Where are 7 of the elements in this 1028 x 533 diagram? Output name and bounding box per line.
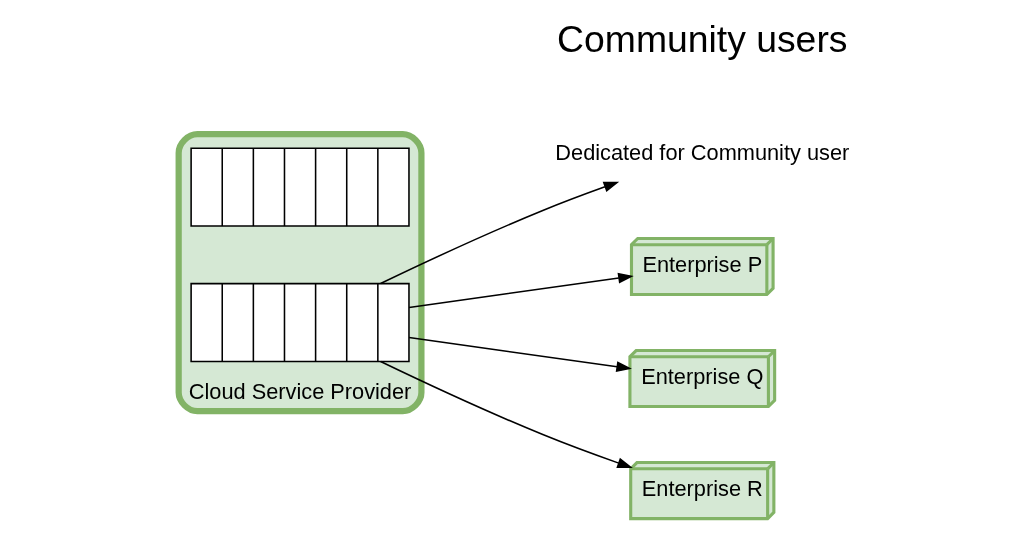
label: Community users	[557, 18, 848, 61]
arrow	[408, 272, 634, 309]
arrow	[379, 181, 620, 285]
cluster: Cloud Service Provider	[175, 131, 425, 415]
node-text: Dedicated for Community user	[555, 140, 850, 166]
arrow	[379, 360, 633, 469]
arrow	[408, 336, 632, 373]
